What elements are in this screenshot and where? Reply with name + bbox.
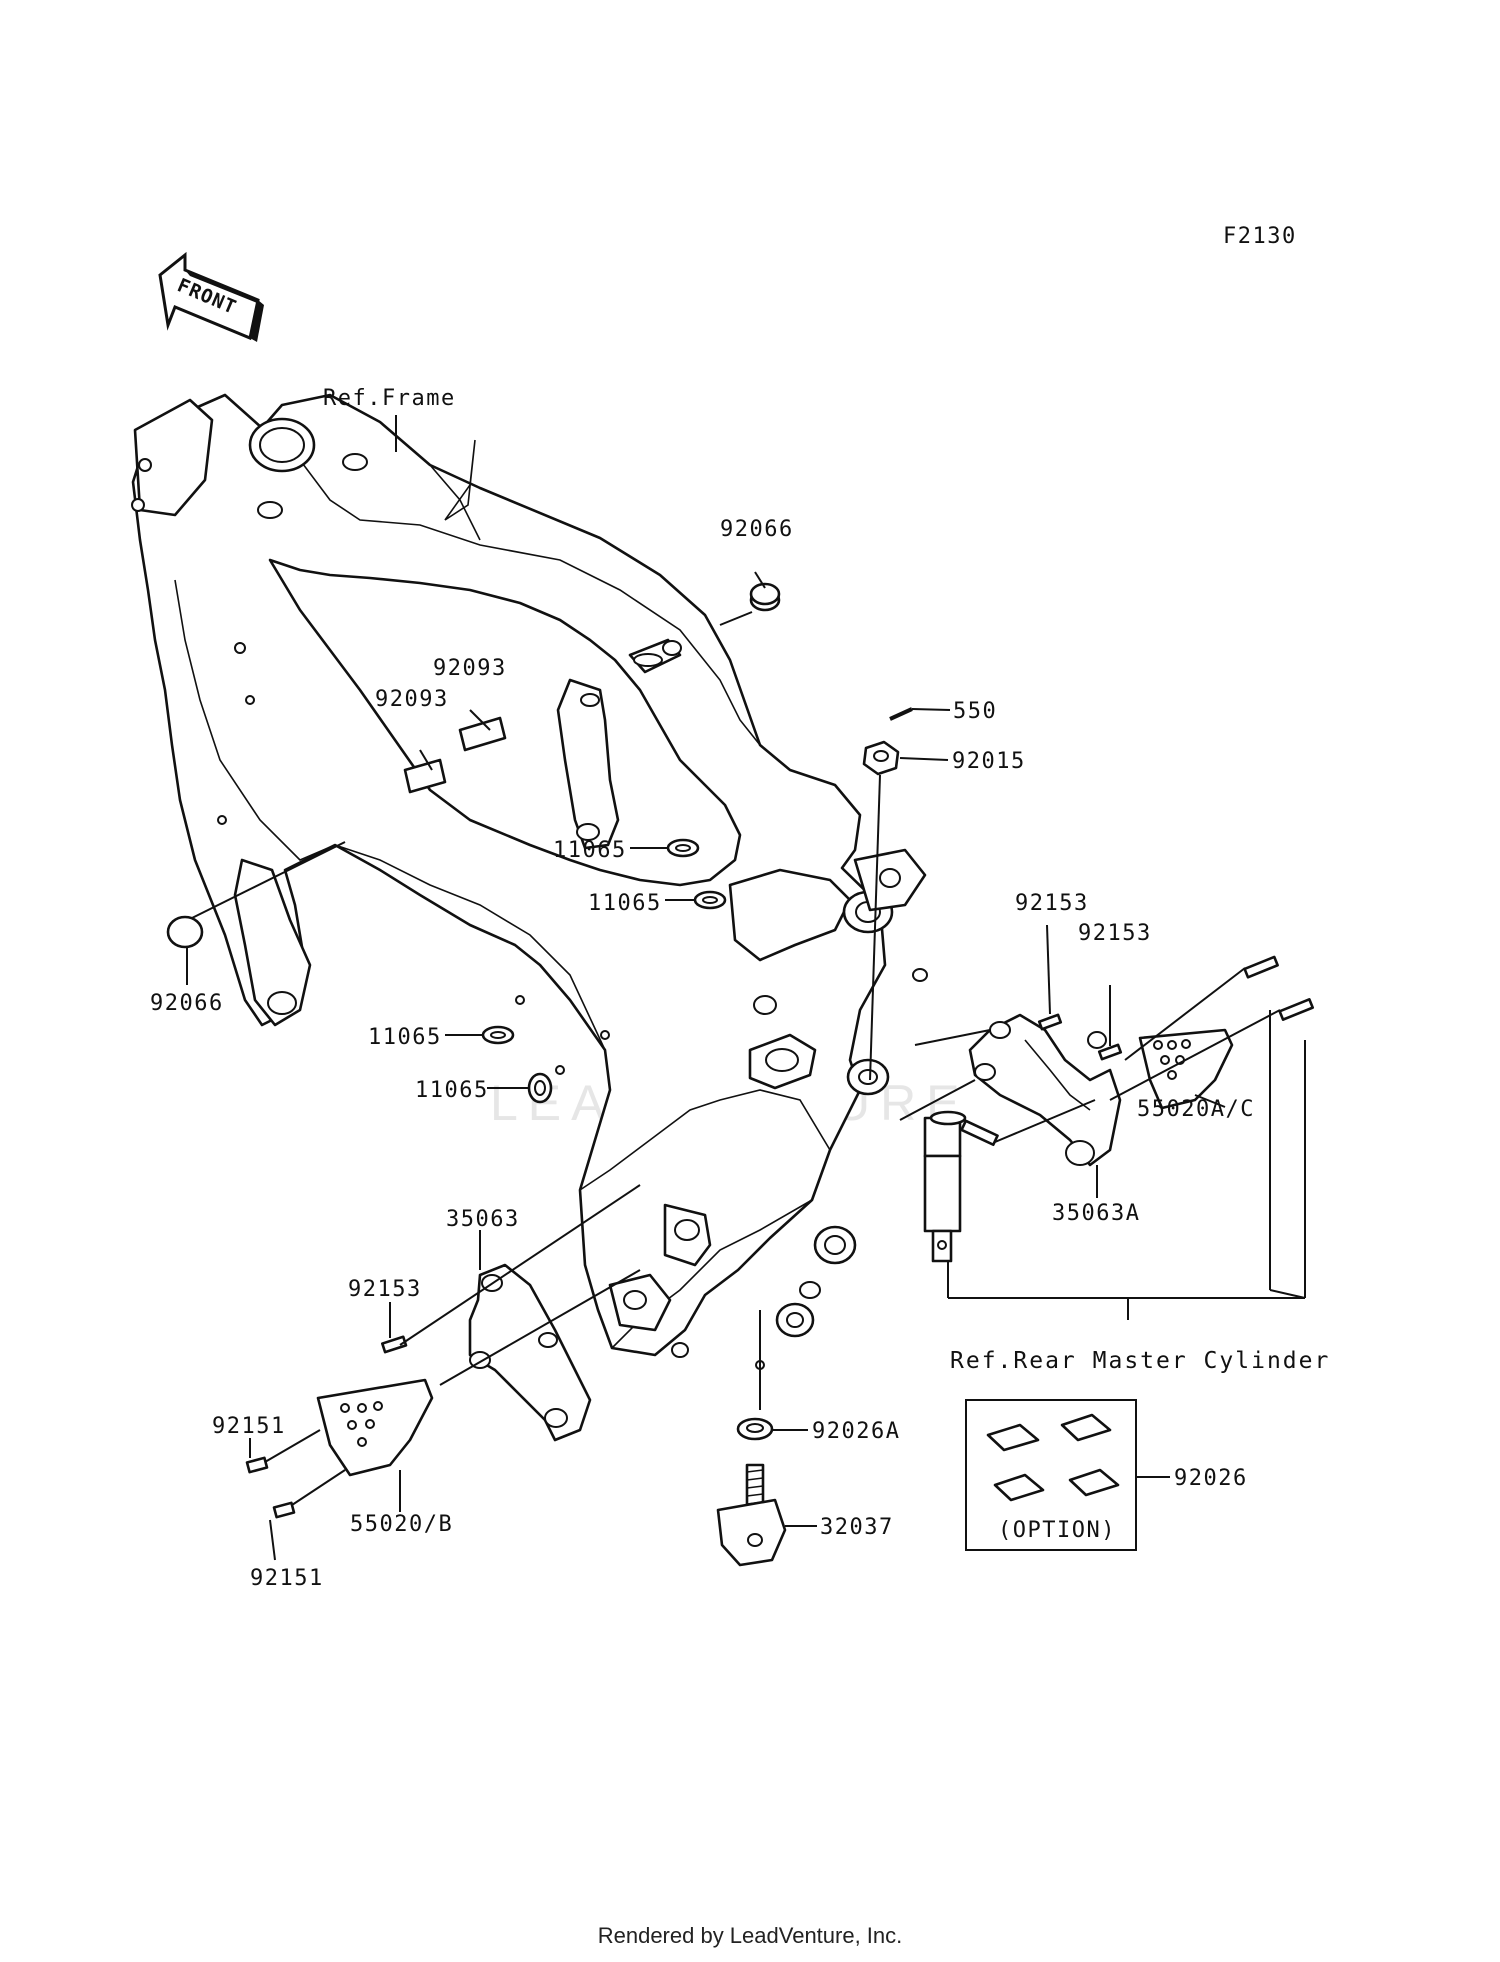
label-92066-left: 92066 — [150, 991, 224, 1016]
option-label: (OPTION) — [998, 1518, 1116, 1543]
label-35063a: 35063A — [1052, 1201, 1140, 1226]
label-11065-b: 11065 — [588, 891, 662, 916]
label-550: 550 — [953, 699, 997, 724]
label-92153-b: 92153 — [1078, 921, 1152, 946]
label-92026: 92026 — [1174, 1466, 1248, 1491]
label-92093-a: 92093 — [433, 656, 507, 681]
front-arrow-icon: FRONT — [158, 251, 264, 342]
part-550-pin — [889, 707, 913, 721]
part-92026a-washer — [736, 1417, 774, 1441]
part-92015-nut — [862, 740, 900, 776]
frame — [131, 393, 928, 1370]
part-11065-grommets — [481, 838, 727, 1104]
label-11065-d: 11065 — [415, 1078, 489, 1103]
leader-lines — [186, 415, 1306, 1561]
label-92026a: 92026A — [812, 1419, 900, 1444]
label-11065-c: 11065 — [368, 1025, 442, 1050]
option-shims-icon — [986, 1413, 1120, 1502]
part-92066-nut — [749, 582, 781, 612]
part-92066-plug — [166, 915, 204, 949]
label-92153-a: 92153 — [1015, 891, 1089, 916]
diagram-code: F2130 — [1223, 224, 1297, 249]
part-55020ac-plate — [1138, 1028, 1234, 1110]
label-92066-top: 92066 — [720, 517, 794, 542]
part-92093-a — [458, 716, 507, 752]
ref-frame-label: Ref.Frame — [323, 386, 456, 411]
label-92015: 92015 — [952, 749, 1026, 774]
part-35063-bracket — [468, 1263, 592, 1442]
label-92093-b: 92093 — [375, 687, 449, 712]
label-35063: 35063 — [446, 1207, 520, 1232]
label-32037: 32037 — [820, 1515, 894, 1540]
ref-rear-master-label: Ref.Rear Master Cylinder — [950, 1348, 1330, 1374]
part-55020b-plate — [316, 1378, 434, 1477]
rear-master-cylinder — [923, 1110, 999, 1263]
label-92151-a: 92151 — [212, 1414, 286, 1439]
label-55020ac: 55020A/C — [1137, 1097, 1255, 1122]
label-92153-c: 92153 — [348, 1277, 422, 1302]
label-55020b: 55020/B — [350, 1512, 453, 1537]
part-92153-bolts-right — [1037, 955, 1315, 1061]
part-32037-adjuster — [716, 1463, 787, 1567]
label-92151-b: 92151 — [250, 1566, 324, 1591]
part-35063a-bracket — [968, 1013, 1122, 1167]
label-11065-a: 11065 — [553, 838, 627, 863]
footer-credit: Rendered by LeadVenture, Inc. — [597, 1923, 903, 1948]
